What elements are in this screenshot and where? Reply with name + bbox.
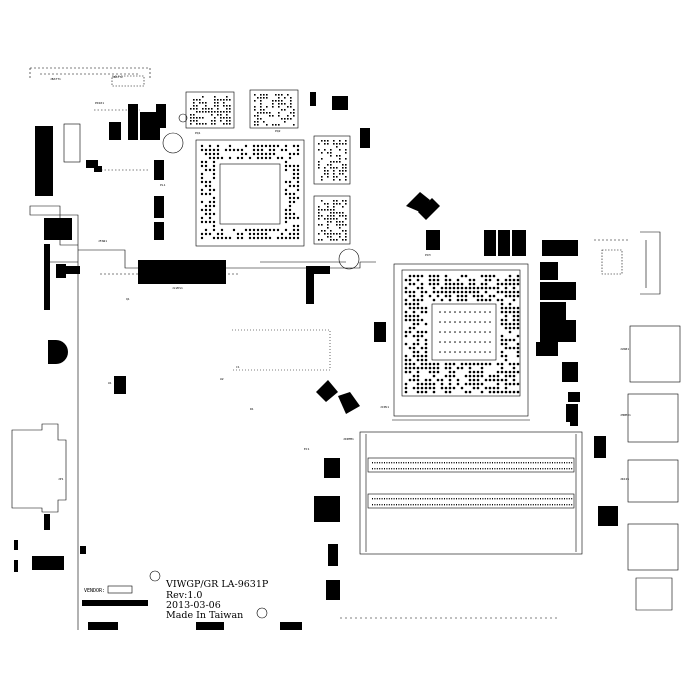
- label-pq2: PQ2: [275, 129, 281, 133]
- label-q1: Q1: [126, 297, 130, 301]
- pch-socket-inner: [401, 269, 521, 397]
- right-connector-4: [627, 523, 679, 571]
- label-jp1: JP1: [58, 477, 64, 481]
- ic-pin-grids: [190, 94, 347, 241]
- board-outline: [29, 205, 376, 630]
- right-connector-1: [629, 325, 681, 383]
- left-connector-outline: [11, 423, 67, 513]
- left-inductor: [44, 218, 72, 240]
- label-r1: R1: [250, 407, 254, 411]
- pch-ball-grid: [404, 274, 520, 394]
- mounting-hole-1: [162, 132, 184, 154]
- pch-socket-outline: [393, 263, 529, 417]
- label-c1: C1: [236, 365, 240, 369]
- label-u2: U2: [220, 377, 224, 381]
- label-pd101: PD101: [95, 101, 104, 105]
- label-jcpu1: JCPU1: [380, 405, 389, 409]
- label-pch: PCH: [425, 253, 431, 257]
- vendor-label: VENDOR:: [84, 588, 105, 594]
- label-jhdmi1: JHDMI1: [620, 413, 631, 417]
- dimm-slot-outline: [359, 431, 583, 555]
- board-model: VIWGP/GR LA-9631P: [165, 579, 269, 590]
- left-half-circle: [48, 340, 68, 364]
- label-jfan1: JFAN1: [98, 239, 107, 243]
- label-jbatt1: JBATT1: [50, 77, 61, 81]
- dimm-slot-upper: [367, 457, 575, 473]
- cpu-vrm-bar: [138, 260, 226, 284]
- cpu-ball-grid: [200, 144, 300, 240]
- board-date: 2013-03-06: [166, 600, 221, 611]
- dimm-slot-lower: [367, 493, 575, 509]
- label-jlvds1: JLVDS1: [172, 286, 183, 290]
- mounting-hole-2: [338, 248, 360, 270]
- label-pq1: PQ1: [195, 131, 201, 135]
- label-pl1: PL1: [160, 183, 166, 187]
- label-jbatt2: JBATT2: [112, 75, 123, 79]
- right-bottom-bracket: [635, 577, 673, 611]
- board-revision: Rev:1.0: [166, 590, 202, 601]
- board-recycle-circle: [256, 607, 268, 619]
- jbatt-outline: [29, 67, 151, 80]
- right-connector-3: [627, 459, 679, 503]
- label-jusb1: JUSB1: [620, 347, 629, 351]
- label-jrj45: JRJ45: [620, 477, 629, 481]
- cpu-socket-outline: [195, 139, 305, 247]
- label-u1: U1: [108, 381, 112, 385]
- dimm-pins: [372, 462, 573, 506]
- right-connector-2: [627, 393, 679, 443]
- pch-die: [431, 303, 497, 361]
- board-origin: Made In Taiwan: [166, 610, 243, 621]
- board-logo-circle: [149, 570, 161, 582]
- label-ec1: EC1: [304, 447, 310, 451]
- battery-pad: [35, 126, 53, 196]
- label-jdimm1: JDIMM1: [343, 437, 354, 441]
- right-top-bracket: [640, 231, 661, 295]
- cpu-socket-inner: [219, 163, 281, 225]
